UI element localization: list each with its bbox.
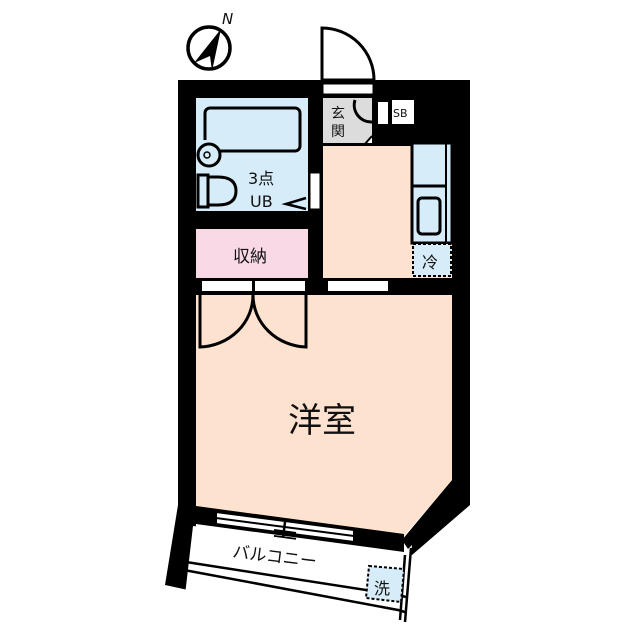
washer-label: 洗: [374, 579, 390, 598]
bathroom-door-opening[interactable]: [309, 172, 321, 210]
room-door-opening[interactable]: [328, 281, 388, 291]
closet-doors[interactable]: [198, 294, 308, 349]
compass-north-label: N: [222, 10, 233, 28]
bathroom: 3点 UB: [196, 98, 308, 211]
entrance-label-line1: 玄: [331, 105, 345, 122]
shoe-box-door: [378, 102, 388, 124]
compass: N: [186, 10, 233, 71]
bathroom-label-line2: UB: [250, 192, 273, 211]
compass-needle-icon: [194, 29, 221, 71]
bathroom-door-icon[interactable]: [281, 196, 307, 211]
storage: 収納: [196, 229, 308, 278]
closet-opening-left: [202, 281, 252, 291]
washer: 洗: [364, 564, 406, 604]
refrigerator-label: 冷: [422, 253, 438, 272]
storage-label: 収納: [233, 247, 267, 267]
western-room: 洋室: [196, 294, 452, 536]
bathtub-icon: [203, 106, 302, 153]
kitchen-sink-icon: [416, 196, 442, 236]
refrigerator: 冷: [412, 243, 452, 277]
western-room-label: 洋室: [288, 401, 356, 441]
toilet-icon: [196, 173, 238, 209]
balcony-window[interactable]: [215, 510, 355, 547]
kitchen: [410, 141, 454, 245]
entrance-door[interactable]: [320, 26, 376, 82]
shoe-box-label: SB: [393, 107, 408, 120]
shoe-box: SB: [392, 100, 414, 124]
balcony: バルコニー: [183, 526, 413, 623]
bathroom-label-line1: 3点: [248, 169, 274, 188]
entrance: 玄 関: [323, 98, 373, 146]
closet-opening-right: [255, 281, 305, 291]
entrance-label-line2: 関: [331, 124, 345, 140]
sink-icon: [196, 142, 222, 168]
entrance-opening: [322, 83, 374, 95]
